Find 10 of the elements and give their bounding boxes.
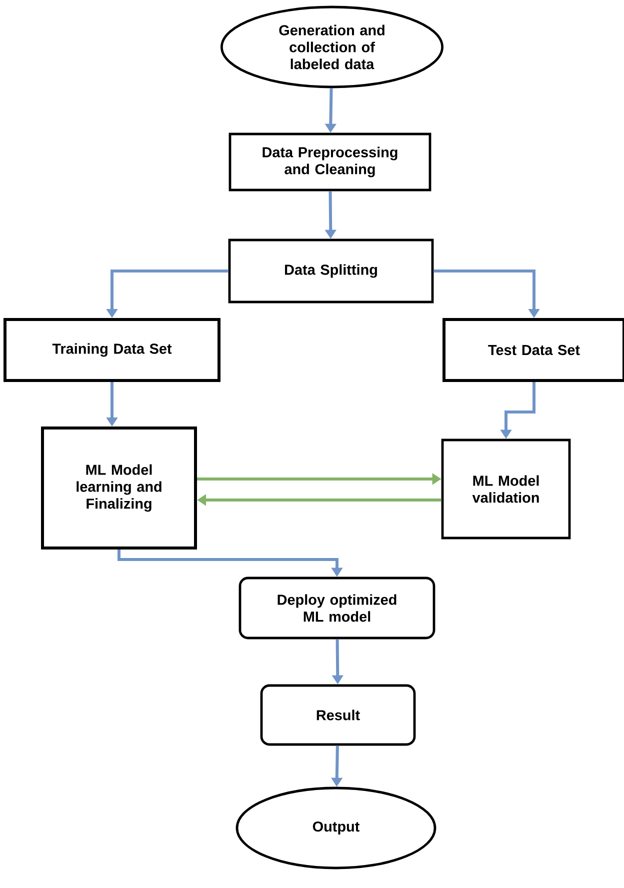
ellipse-node: Generation and collection of labeled data bbox=[220, 6, 444, 88]
process-box: Data Preprocessing and Cleaning bbox=[228, 132, 432, 192]
process-box: Test Data Set bbox=[442, 318, 624, 382]
ellipse-node: Output bbox=[236, 786, 436, 870]
rounded-box: Result bbox=[260, 684, 416, 746]
rounded-box: Deploy optimized ML model bbox=[238, 576, 436, 640]
process-box: ML Model validation bbox=[441, 438, 571, 540]
process-box: ML Model learning and Finalizing bbox=[41, 426, 197, 550]
process-box: Training Data Set bbox=[4, 318, 220, 382]
process-box: Data Splitting bbox=[228, 238, 434, 304]
